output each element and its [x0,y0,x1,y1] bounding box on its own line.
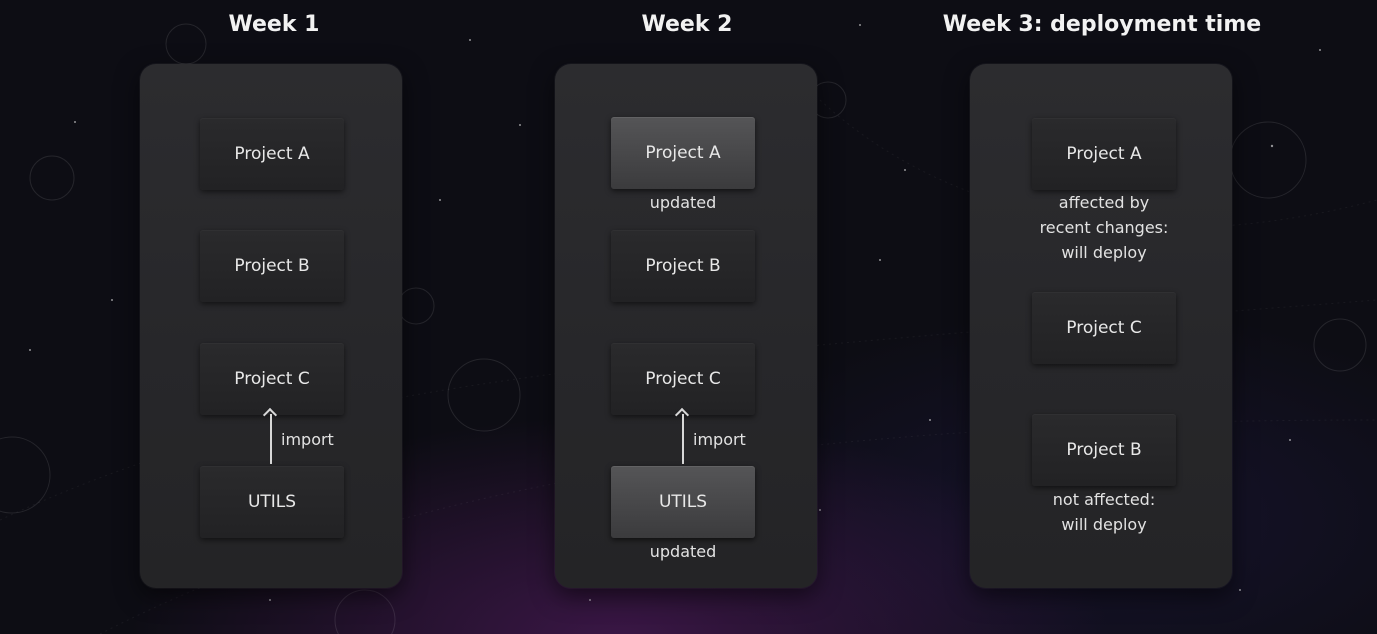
project-box: Project C [611,343,755,415]
week-panel: Project A Project B Project C import UTI… [140,64,402,588]
import-arrow [682,414,684,464]
status-note: not affected: will deploy [1052,490,1156,534]
utils-box-updated: UTILS [611,466,755,538]
column-title: Week 3: deployment time [942,12,1262,37]
project-box: Project A [1032,118,1176,190]
import-label: import [281,430,334,449]
status-note: updated [649,542,717,561]
column-title: Week 2 [641,12,733,37]
status-note: updated [649,193,717,212]
project-box: Project C [1032,292,1176,364]
import-label: import [693,430,746,449]
week-panel: Project A updated Project B Project C im… [555,64,817,588]
column-title: Week 1 [228,12,320,37]
project-box-updated: Project A [611,117,755,189]
project-box: Project C [200,343,344,415]
project-box: Project B [611,230,755,302]
utils-box: UTILS [200,466,344,538]
project-box: Project B [1032,414,1176,486]
import-arrow [270,414,272,464]
week-panel: Project A affected by recent changes: wi… [970,64,1232,588]
project-box: Project B [200,230,344,302]
project-box: Project A [200,118,344,190]
status-note: affected by recent changes: will deploy [1039,193,1169,262]
